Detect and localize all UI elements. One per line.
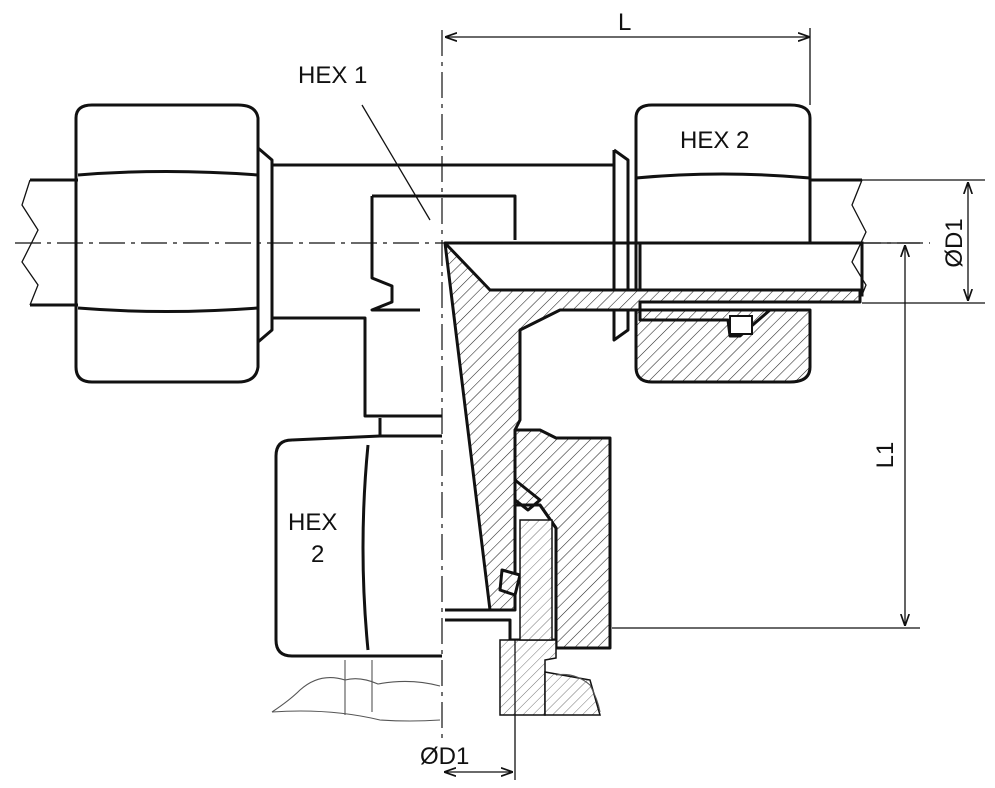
dimension-d1-bottom: [444, 640, 516, 780]
dimension-d1-right: [862, 179, 985, 304]
label-hex2-right: HEX 2: [680, 127, 749, 154]
tee-section: [443, 241, 862, 650]
bottom-nut: [274, 434, 442, 658]
center-lines: [15, 30, 930, 740]
label-dim-l1: L1: [872, 442, 899, 469]
lower-stud: [499, 519, 601, 716]
label-dim-d1-bottom: ØD1: [420, 743, 469, 770]
label-hex1: HEX 1: [298, 62, 367, 89]
left-nut: [74, 103, 274, 384]
label-hex2-bottom-line1: HEX: [288, 509, 337, 536]
right-tube: [638, 178, 867, 297]
dimension-l: [445, 28, 811, 105]
dimension-l1: [612, 242, 920, 629]
label-dim-d1-right: ØD1: [941, 218, 968, 267]
label-dim-l: L: [618, 9, 631, 36]
label-hex2-bottom-line2: 2: [311, 541, 324, 568]
right-nut: [634, 103, 812, 384]
ground-outline: [271, 660, 601, 722]
left-tube: [21, 178, 78, 307]
tee-body: [272, 148, 630, 438]
hex1-leader: [361, 104, 431, 221]
